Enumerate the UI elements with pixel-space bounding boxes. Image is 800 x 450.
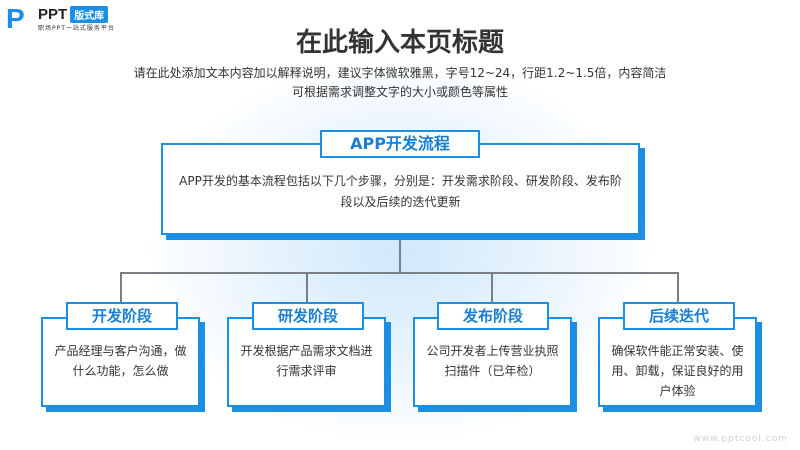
main-text: APP开发的基本流程包括以下几个步骤，分别是：开发需求阶段、研发阶段、发布阶段以… [179, 174, 622, 209]
stage-text: 公司开发者上传营业执照扫描件（已年检） [426, 344, 559, 378]
logo-name: PPT [38, 6, 68, 23]
stage-title: 后续迭代 [623, 302, 735, 330]
page-title: 在此输入本页标题 [295, 28, 504, 58]
logo-slogan: 职场PPT一站式服务平台 [38, 25, 115, 32]
stage-title: 开发阶段 [66, 302, 178, 330]
stage-box: 开发根据产品需求文档进行需求评审 [227, 317, 386, 407]
stage-text: 开发根据产品需求文档进行需求评审 [240, 344, 373, 378]
stage-title: 发布阶段 [437, 302, 549, 330]
connector-horizontal [120, 272, 679, 274]
connector-drop [677, 272, 679, 304]
connector-drop [120, 272, 122, 304]
main-heading: APP开发流程 [320, 130, 480, 158]
stage-title: 研发阶段 [252, 302, 364, 330]
stage-box: 公司开发者上传营业执照扫描件（已年检） [413, 317, 572, 407]
connector-vertical [399, 240, 401, 273]
subtitle-line: 请在此处添加文本内容加以解释说明，建议字体微软雅黑，字号12~24，行距1.2~… [133, 66, 667, 80]
stage-text: 产品经理与客户沟通，做什么功能，怎么做 [54, 344, 187, 378]
page-subtitle: 请在此处添加文本内容加以解释说明，建议字体微软雅黑，字号12~24，行距1.2~… [0, 64, 800, 102]
main-box: APP开发的基本流程包括以下几个步骤，分别是：开发需求阶段、研发阶段、发布阶段以… [161, 143, 640, 235]
logo-mark-icon: P [6, 3, 25, 34]
watermark: www.pptcool.com [693, 434, 788, 444]
stage-box: 产品经理与客户沟通，做什么功能，怎么做 [41, 317, 200, 407]
connector-drop [306, 272, 308, 304]
stage-text: 确保软件能正常安装、使用、卸载，保证良好的用户体验 [611, 344, 744, 398]
subtitle-line: 可根据需求调整文字的大小或颜色等属性 [291, 85, 508, 99]
logo-tag: 版式库 [70, 6, 109, 23]
connector-drop [491, 272, 493, 304]
stage-box: 确保软件能正常安装、使用、卸载，保证良好的用户体验 [598, 317, 757, 407]
